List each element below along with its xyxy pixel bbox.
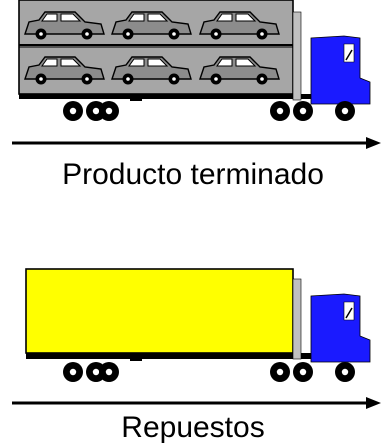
wheel-icon <box>99 362 119 382</box>
wheel-icon <box>270 101 290 121</box>
wheel-icon <box>293 101 313 121</box>
wheel-icon <box>270 362 290 382</box>
wheel-icon <box>99 101 119 121</box>
wheel-icon <box>335 101 355 121</box>
car-carrier-truck <box>12 0 381 149</box>
arrow-right-icon <box>12 137 381 149</box>
chassis <box>19 94 359 99</box>
wheel-icon <box>293 362 313 382</box>
wheel-icon <box>63 362 83 382</box>
box-truck <box>12 268 381 409</box>
chassis <box>26 353 359 359</box>
caption-spare-parts: Repuestos <box>121 411 265 444</box>
wheel-icon <box>63 101 83 121</box>
trailer-box <box>25 268 294 354</box>
truck-cab-icon <box>292 278 371 363</box>
wheel-icon <box>335 362 355 382</box>
arrow-right-icon <box>12 397 381 409</box>
caption-finished-product: Producto terminado <box>62 158 324 191</box>
truck-cab-icon <box>292 11 371 105</box>
